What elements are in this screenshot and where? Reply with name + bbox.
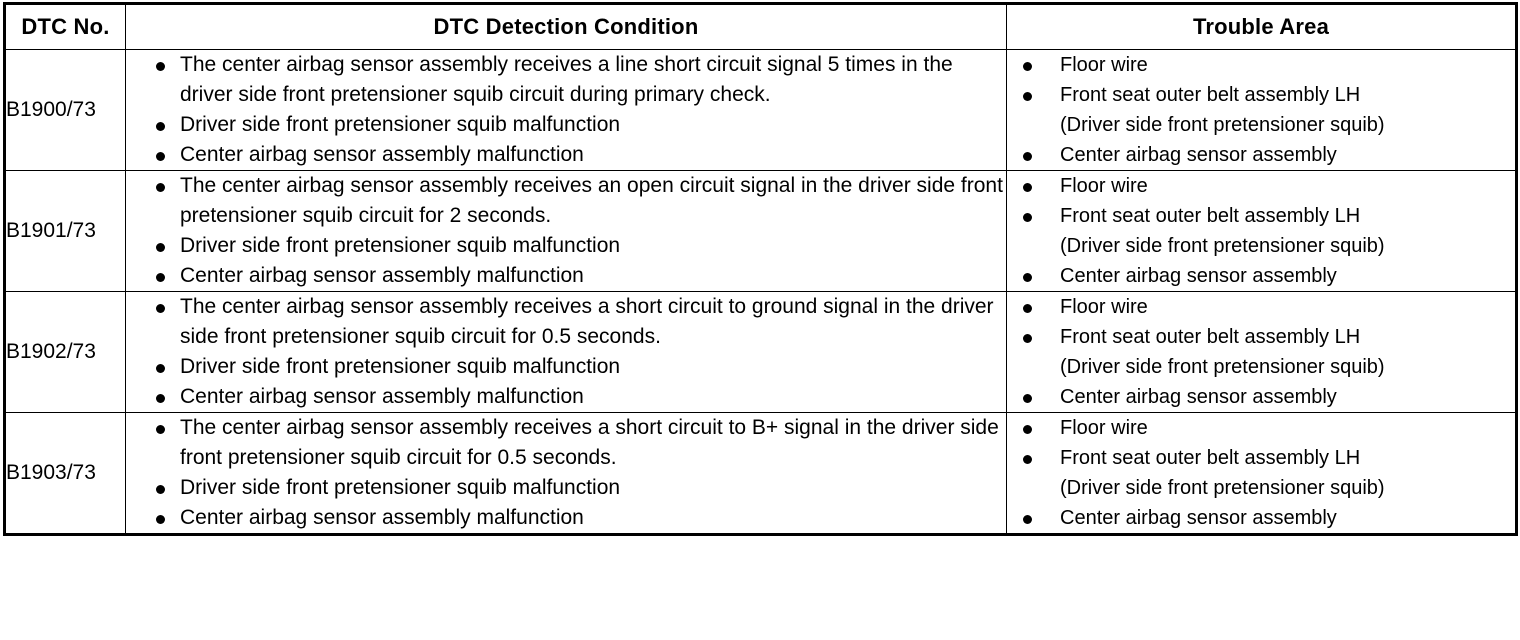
list-item: Front seat outer belt assembly LH (Driver… <box>1007 80 1515 140</box>
table-row: B1900/73 The center airbag sensor assemb… <box>4 49 1517 171</box>
list-item-label: Front seat outer belt assembly LH <box>1060 326 1361 348</box>
list-item: Center airbag sensor assembly <box>1007 261 1515 291</box>
table-row: B1902/73 The center airbag sensor assemb… <box>4 291 1517 413</box>
list-item: Front seat outer belt assembly LH (Driver… <box>1007 201 1515 261</box>
column-header-dtc-no: DTC No. <box>4 3 126 50</box>
dtc-no-cell: B1903/73 <box>4 412 126 535</box>
list-item-label: Front seat outer belt assembly LH <box>1060 447 1361 469</box>
dtc-no-cell: B1900/73 <box>4 49 126 171</box>
list-item-sublabel: (Driver side front pretensioner squib) <box>1060 114 1385 136</box>
detection-condition-cell: The center airbag sensor assembly receiv… <box>125 170 1007 292</box>
list-item: Center airbag sensor assembly <box>1007 140 1515 170</box>
list-item: Center airbag sensor assembly malfunctio… <box>126 503 1006 533</box>
list-item-sublabel: (Driver side front pretensioner squib) <box>1060 356 1385 378</box>
list-item: The center airbag sensor assembly receiv… <box>126 413 1006 473</box>
table-row: B1903/73 The center airbag sensor assemb… <box>4 412 1517 535</box>
list-item: The center airbag sensor assembly receiv… <box>126 292 1006 352</box>
list-item: Center airbag sensor assembly malfunctio… <box>126 261 1006 291</box>
list-item: The center airbag sensor assembly receiv… <box>126 171 1006 231</box>
list-item-label: Front seat outer belt assembly LH <box>1060 205 1361 227</box>
list-item: Driver side front pretensioner squib mal… <box>126 110 1006 140</box>
detection-condition-cell: The center airbag sensor assembly receiv… <box>125 412 1007 535</box>
header-row: DTC No. DTC Detection Condition Trouble … <box>4 3 1517 50</box>
table-body: B1900/73 The center airbag sensor assemb… <box>4 49 1517 535</box>
detection-condition-cell: The center airbag sensor assembly receiv… <box>125 291 1007 413</box>
list-item: Center airbag sensor assembly malfunctio… <box>126 140 1006 170</box>
trouble-area-list: Floor wire Front seat outer belt assembl… <box>1007 292 1515 412</box>
list-item: Floor wire <box>1007 50 1515 80</box>
list-item-label: Front seat outer belt assembly LH <box>1060 84 1361 106</box>
column-header-trouble-area: Trouble Area <box>1006 3 1517 50</box>
condition-list: The center airbag sensor assembly receiv… <box>126 50 1006 170</box>
condition-list: The center airbag sensor assembly receiv… <box>126 292 1006 412</box>
list-item: Center airbag sensor assembly <box>1007 503 1515 533</box>
detection-condition-cell: The center airbag sensor assembly receiv… <box>125 49 1007 171</box>
condition-list: The center airbag sensor assembly receiv… <box>126 171 1006 291</box>
list-item: Front seat outer belt assembly LH (Driver… <box>1007 443 1515 503</box>
list-item: Driver side front pretensioner squib mal… <box>126 473 1006 503</box>
table-row: B1901/73 The center airbag sensor assemb… <box>4 170 1517 292</box>
list-item: Front seat outer belt assembly LH (Driver… <box>1007 322 1515 382</box>
list-item-sublabel: (Driver side front pretensioner squib) <box>1060 477 1385 499</box>
list-item: Floor wire <box>1007 171 1515 201</box>
list-item: Floor wire <box>1007 413 1515 443</box>
list-item: Center airbag sensor assembly malfunctio… <box>126 382 1006 412</box>
trouble-area-list: Floor wire Front seat outer belt assembl… <box>1007 171 1515 291</box>
list-item: Floor wire <box>1007 292 1515 322</box>
list-item: Center airbag sensor assembly <box>1007 382 1515 412</box>
trouble-area-list: Floor wire Front seat outer belt assembl… <box>1007 50 1515 170</box>
trouble-area-list: Floor wire Front seat outer belt assembl… <box>1007 413 1515 533</box>
list-item-sublabel: (Driver side front pretensioner squib) <box>1060 235 1385 257</box>
dtc-table: DTC No. DTC Detection Condition Trouble … <box>3 2 1518 536</box>
trouble-area-cell: Floor wire Front seat outer belt assembl… <box>1006 412 1517 535</box>
trouble-area-cell: Floor wire Front seat outer belt assembl… <box>1006 291 1517 413</box>
column-header-detection-condition: DTC Detection Condition <box>125 3 1007 50</box>
dtc-no-cell: B1901/73 <box>4 170 126 292</box>
condition-list: The center airbag sensor assembly receiv… <box>126 413 1006 533</box>
table-header: DTC No. DTC Detection Condition Trouble … <box>4 3 1517 50</box>
trouble-area-cell: Floor wire Front seat outer belt assembl… <box>1006 170 1517 292</box>
list-item: The center airbag sensor assembly receiv… <box>126 50 1006 110</box>
list-item: Driver side front pretensioner squib mal… <box>126 231 1006 261</box>
dtc-no-cell: B1902/73 <box>4 291 126 413</box>
trouble-area-cell: Floor wire Front seat outer belt assembl… <box>1006 49 1517 171</box>
list-item: Driver side front pretensioner squib mal… <box>126 352 1006 382</box>
